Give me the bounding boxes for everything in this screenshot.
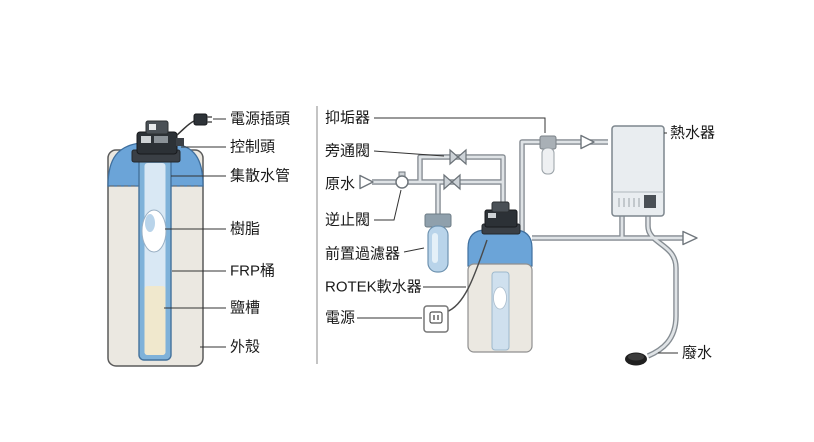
label-outer-shell: 外殼 <box>230 339 260 356</box>
label-waste-water: 廢水 <box>682 344 712 362</box>
label-power-plug: 電源插頭 <box>230 111 290 128</box>
softener-resin-cutaway <box>493 286 507 310</box>
salt-area <box>144 286 166 355</box>
label-softener: ROTEK軟水器 <box>325 279 422 296</box>
bypass-valve <box>449 148 467 166</box>
water-heater <box>611 125 665 217</box>
power-outlet-icon <box>423 305 449 333</box>
power-plug-icon <box>193 113 212 126</box>
label-control-head: 控制頭 <box>230 139 275 156</box>
label-power: 電源 <box>325 310 355 327</box>
label-scale-inhibitor: 抑垢器 <box>325 110 370 127</box>
leader-line <box>403 247 425 253</box>
label-frp-tank: FRP桶 <box>230 263 275 280</box>
label-bypass-valve: 旁通閥 <box>325 143 370 160</box>
resin-cutaway <box>141 209 167 253</box>
leader-line <box>374 189 402 221</box>
check-valve <box>395 171 409 189</box>
inlet-arrow-icon <box>359 174 374 190</box>
resin-detail <box>145 214 155 232</box>
pre-filter <box>424 213 452 273</box>
softener-power-cord <box>445 239 488 313</box>
label-distributor-pipe: 集散水管 <box>230 168 290 185</box>
softener-dome <box>467 229 533 267</box>
power-cord <box>176 120 195 136</box>
to-heater-arrow-icon <box>580 134 595 150</box>
floor-drain <box>625 352 647 366</box>
label-resin: 樹脂 <box>230 221 260 238</box>
heater-grille <box>618 198 640 207</box>
label-check-valve: 逆止閥 <box>325 212 370 229</box>
left-tank-cutaway: 電源插頭 控制頭 集散水管 樹脂 FRP桶 鹽槽 外殼 <box>107 111 290 367</box>
scale-inhibitor <box>539 135 557 175</box>
label-water-heater: 熱水器 <box>670 125 715 142</box>
label-pre-filter: 前置過濾器 <box>325 246 400 263</box>
softener-tube <box>491 271 510 351</box>
label-salt-tank: 鹽槽 <box>230 300 260 317</box>
outlet-arrow-icon <box>682 230 698 246</box>
heater-panel <box>644 195 656 208</box>
label-raw-water: 原水 <box>325 176 355 193</box>
softener-unit <box>467 201 533 353</box>
installation-schematic: 抑垢器 旁通閥 原水 逆止閥 前置過濾器 ROTEK軟水器 電源 熱水器 廢水 <box>325 110 715 366</box>
main-line-valve <box>443 173 461 191</box>
leader-line <box>374 117 546 133</box>
leader-line <box>373 150 445 157</box>
control-head <box>131 120 184 163</box>
softener-control-head <box>481 201 521 235</box>
